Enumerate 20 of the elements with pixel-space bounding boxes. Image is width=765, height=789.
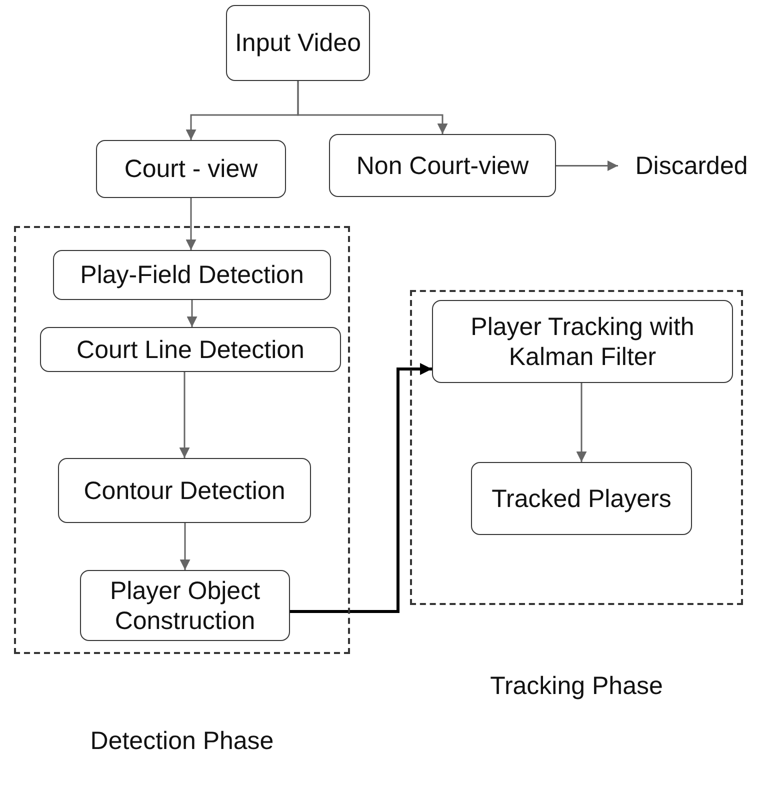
process-box: Non Court-view [329, 134, 556, 197]
phase-label: Tracking Phase [489, 672, 664, 701]
arrow [186, 300, 198, 327]
arrow [297, 81, 448, 134]
process-box: Player Tracking with Kalman Filter [432, 300, 733, 383]
process-box: Contour Detection [58, 458, 311, 523]
process-box: Court Line Detection [40, 327, 341, 372]
process-box: Tracked Players [471, 462, 692, 535]
arrow [556, 160, 618, 171]
arrow [186, 198, 196, 250]
arrow [576, 383, 587, 462]
arrow [179, 372, 190, 458]
outcome-label: Discarded [618, 146, 765, 186]
arrow [180, 523, 190, 570]
process-box: Play-Field Detection [53, 250, 331, 300]
process-box: Player Object Construction [80, 570, 290, 641]
process-box: Court - view [96, 140, 286, 198]
process-box: Input Video [226, 5, 370, 81]
phase-label: Detection Phase [89, 727, 275, 756]
arrow [290, 363, 432, 613]
